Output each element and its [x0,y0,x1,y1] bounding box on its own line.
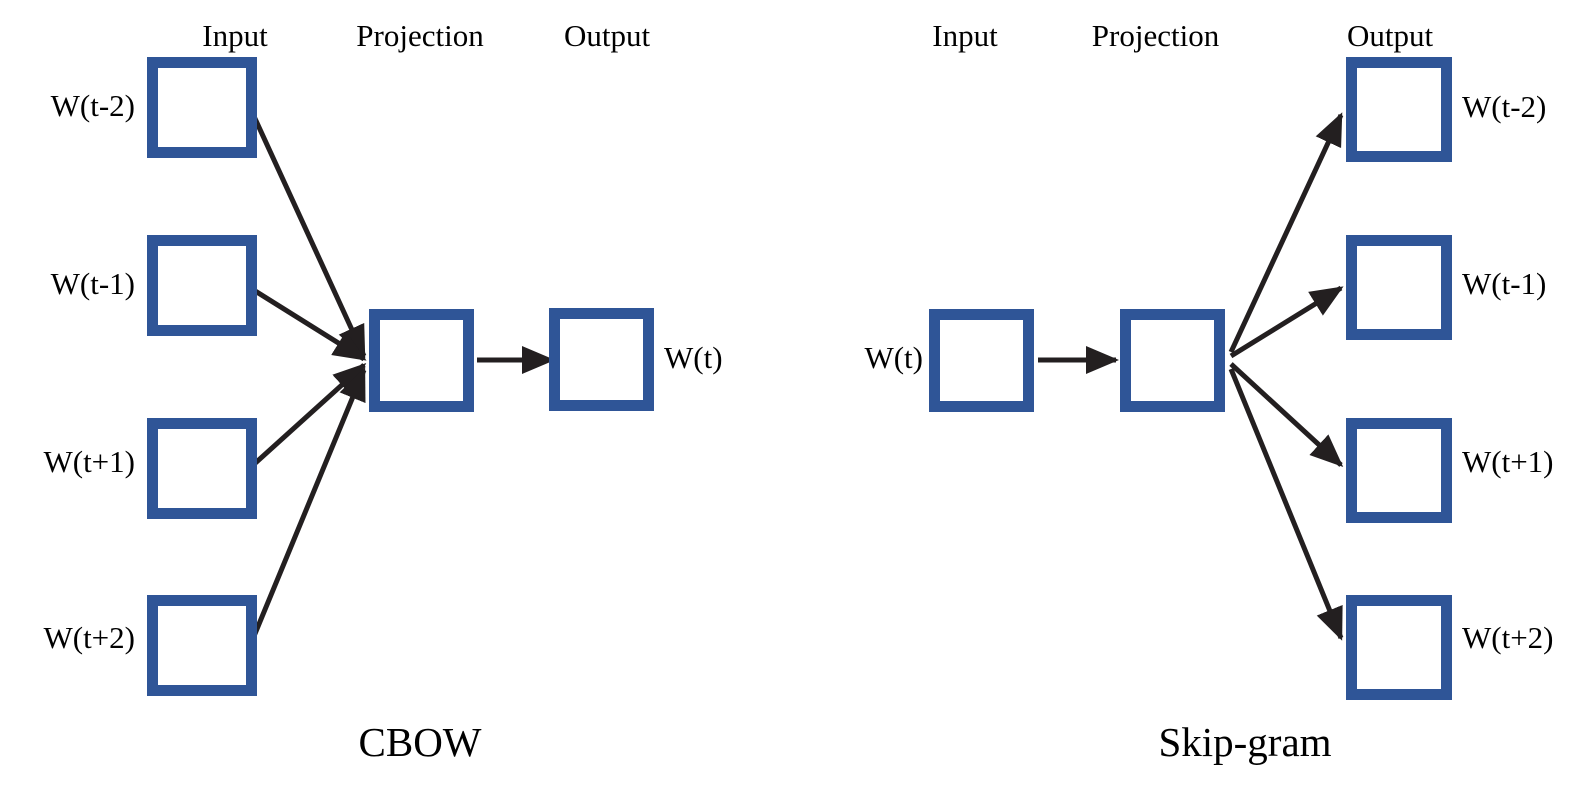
edge-projection-to-wt-minus-1 [1229,285,1344,359]
cbow-input-label-wt-plus-1: W(t+1) [43,444,135,479]
skipgram-output-label-wt-plus-2: W(t+2) [1462,620,1554,655]
skipgram-header-output: Output [1346,18,1434,53]
cbow-input-node-wt-plus-2[interactable] [147,595,257,696]
skipgram-output-node-wt-minus-1[interactable] [1346,235,1452,340]
skipgram-input-label-wt: W(t) [864,340,923,375]
cbow-input-label-wt-minus-1: W(t-1) [50,266,135,301]
skipgram-header-input: Input [932,18,998,53]
cbow-header-input: Input [202,18,268,53]
cbow-header-projection: Projection [356,18,484,53]
skipgram-output-node-wt-minus-2[interactable] [1346,57,1452,162]
skipgram-projection-node[interactable] [1120,309,1225,412]
edge-projection-to-wt-plus-1 [1229,362,1344,468]
skipgram-input-node[interactable] [929,309,1034,412]
cbow-projection-node[interactable] [369,309,474,412]
cbow-output-label-wt: W(t) [664,340,723,375]
skipgram-output-label-wt-minus-1: W(t-1) [1462,266,1547,301]
cbow-input-node-wt-minus-2[interactable] [147,57,257,158]
cbow-input-node-wt-plus-1[interactable] [147,418,257,519]
cbow-input-label-wt-plus-2: W(t+2) [43,620,135,655]
cbow-output-node[interactable] [549,308,654,411]
skipgram-header-projection: Projection [1091,18,1220,53]
cbow-header-output: Output [563,18,651,53]
skipgram-caption: Skip-gram [1158,719,1332,765]
skipgram-output-label-wt-plus-1: W(t+1) [1462,444,1554,479]
skipgram-output-node-wt-plus-1[interactable] [1346,418,1452,523]
skipgram-output-node-wt-plus-2[interactable] [1346,595,1452,700]
edge-projection-to-wt-plus-2 [1228,368,1344,641]
cbow-caption: CBOW [358,719,482,765]
edge-projection-to-wt-minus-2 [1228,112,1344,354]
cbow-input-label-wt-minus-2: W(t-2) [50,88,135,123]
cbow-input-node-wt-minus-1[interactable] [147,235,257,336]
cbow-input-edges [249,110,367,642]
edge-wt-plus-2-to-projection [249,367,367,642]
skipgram-output-edges [1228,112,1344,641]
skipgram-output-label-wt-minus-2: W(t-2) [1462,89,1547,124]
edge-wt-minus-2-to-projection [249,110,367,359]
edge-wt-plus-1-to-projection [250,362,367,468]
edge-wt-minus-1-to-projection [250,286,367,362]
